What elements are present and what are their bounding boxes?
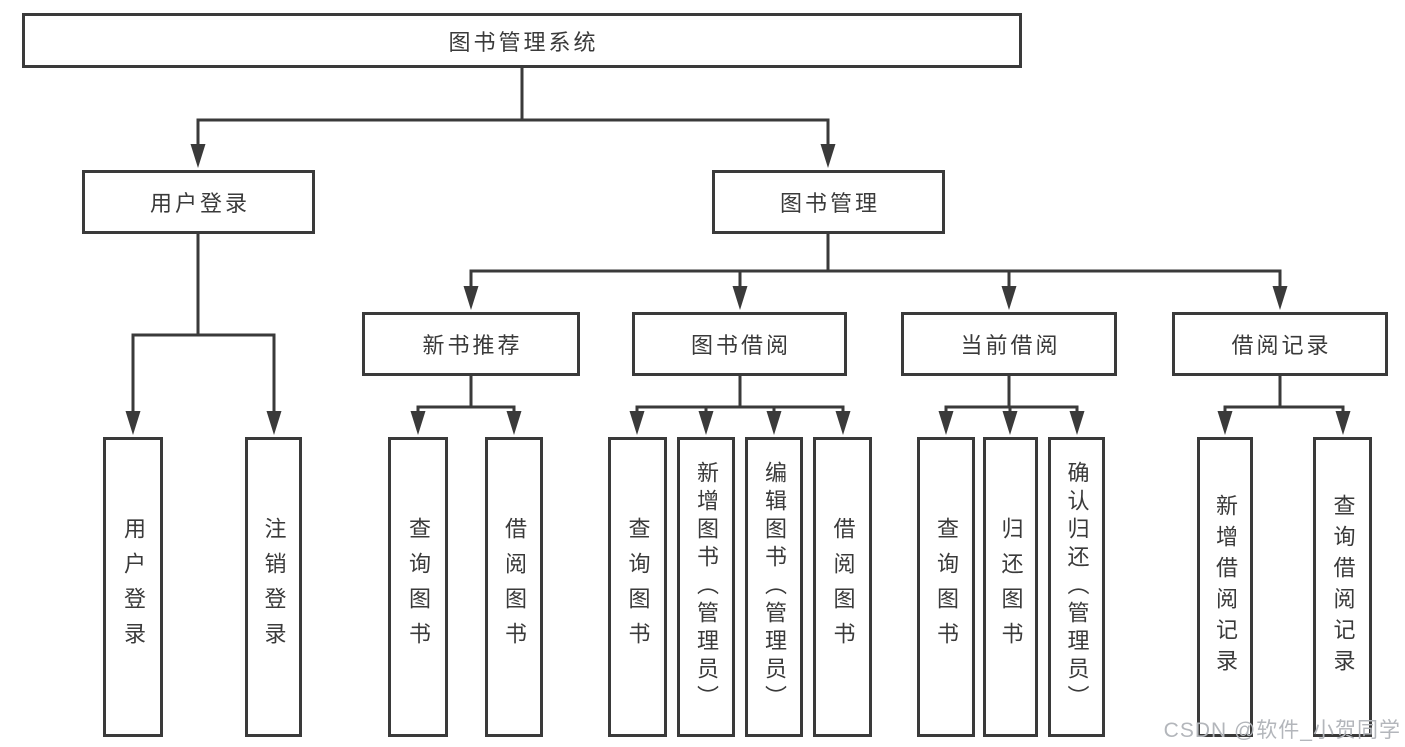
arrow-down-icon xyxy=(732,286,748,310)
arrow-down-icon xyxy=(1217,411,1233,435)
connector-root-split xyxy=(196,68,830,148)
leaf-query-borrow-record: 查询借阅记录 xyxy=(1313,437,1372,737)
arrow-down-icon xyxy=(938,411,954,435)
leaf-return-books: 归还图书 xyxy=(983,437,1038,737)
node-label: 新增借阅记录 xyxy=(1213,494,1238,680)
arrow-down-icon xyxy=(766,411,782,435)
arrow-down-icon xyxy=(698,411,714,435)
node-label: 图书借阅 xyxy=(690,333,791,358)
arrow-down-icon xyxy=(266,411,282,435)
node-label: 借阅记录 xyxy=(1231,333,1332,358)
arrow-down-icon xyxy=(1001,286,1017,310)
node-book-borrowing: 图书借阅 xyxy=(632,312,847,376)
leaf-borrow-books-recommend: 借阅图书 xyxy=(485,437,543,737)
node-borrowing-records: 借阅记录 xyxy=(1172,312,1388,376)
node-label: 图书管理系统 xyxy=(448,29,599,55)
arrow-down-icon xyxy=(463,286,479,310)
connector-current-borrow-split xyxy=(944,375,1079,414)
leaf-query-books-borrow: 查询图书 xyxy=(608,437,667,737)
node-label: 查询图书 xyxy=(934,517,959,657)
node-label: 新增图书（管理员） xyxy=(694,461,719,713)
arrow-down-icon xyxy=(629,411,645,435)
arrow-down-icon xyxy=(1002,411,1018,435)
node-book-management: 图书管理 xyxy=(712,170,945,234)
node-current-borrowing: 当前借阅 xyxy=(901,312,1117,376)
node-user-login: 用户登录 xyxy=(82,170,315,234)
csdn-watermark: CSDN @软件_小贺同学 xyxy=(1163,719,1401,742)
arrow-down-icon xyxy=(190,144,206,168)
arrowheads xyxy=(125,144,1351,435)
arrow-down-icon xyxy=(506,411,522,435)
arrow-down-icon xyxy=(125,411,141,435)
node-library-management-system: 图书管理系统 xyxy=(22,13,1022,68)
leaf-add-books-admin: 新增图书（管理员） xyxy=(677,437,735,737)
node-label: 确认归还（管理员） xyxy=(1064,461,1090,713)
leaf-query-books-recommend: 查询图书 xyxy=(388,437,448,737)
connector-book-mgmt-split xyxy=(469,234,1282,290)
node-new-book-recommendation: 新书推荐 xyxy=(362,312,580,376)
leaf-user-login: 用户登录 xyxy=(103,437,163,737)
arrow-down-icon xyxy=(820,144,836,168)
node-label: 图书管理 xyxy=(779,191,880,216)
leaf-add-borrow-record: 新增借阅记录 xyxy=(1197,437,1253,737)
node-label: 借阅图书 xyxy=(830,517,856,657)
node-label: 查询图书 xyxy=(625,517,651,657)
arrow-down-icon xyxy=(1272,286,1288,310)
arrow-down-icon xyxy=(1069,411,1085,435)
node-label: 借阅图书 xyxy=(502,517,527,657)
arrow-down-icon xyxy=(410,411,426,435)
node-label: 查询图书 xyxy=(406,517,431,657)
node-label: 归还图书 xyxy=(998,517,1024,657)
leaf-query-books-current: 查询图书 xyxy=(917,437,975,737)
leaf-edit-books-admin: 编辑图书（管理员） xyxy=(745,437,803,737)
connector-book-borrow-split xyxy=(635,375,845,414)
node-label: 新书推荐 xyxy=(422,333,523,358)
node-label: 当前借阅 xyxy=(960,333,1061,358)
arrow-down-icon xyxy=(835,411,851,435)
leaf-logout: 注销登录 xyxy=(245,437,302,737)
node-label: 用户登录 xyxy=(149,191,250,216)
node-label: 编辑图书（管理员） xyxy=(762,461,787,713)
arrow-down-icon xyxy=(1335,411,1351,435)
connector-new-book-split xyxy=(416,375,516,414)
node-label: 用户登录 xyxy=(121,517,146,657)
node-label: 注销登录 xyxy=(261,517,287,657)
connector-user-login-split xyxy=(131,233,276,413)
leaf-confirm-return-admin: 确认归还（管理员） xyxy=(1048,437,1105,737)
connector-borrow-record-split xyxy=(1223,376,1345,414)
leaf-borrow-books: 借阅图书 xyxy=(813,437,872,737)
node-label: 查询借阅记录 xyxy=(1330,494,1356,680)
